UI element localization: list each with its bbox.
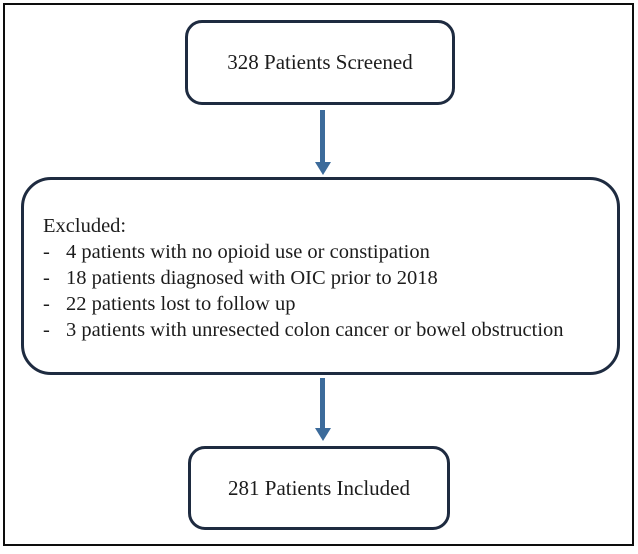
screened-box-label: 328 Patients Screened <box>227 50 413 74</box>
excluded-item-text: 22 patients lost to follow up <box>66 293 296 315</box>
excluded-item: - 3 patients with unresected colon cance… <box>43 317 603 343</box>
arrow-excluded-to-included-icon <box>314 378 331 441</box>
excluded-item-text: 3 patients with unresected colon cancer … <box>66 319 564 341</box>
bullet-dash: - <box>43 267 50 289</box>
excluded-box-title: Excluded: <box>43 215 127 237</box>
arrow-screened-to-excluded-icon <box>314 110 331 175</box>
excluded-item-text: 4 patients with no opioid use or constip… <box>66 241 430 263</box>
excluded-item: - 18 patients diagnosed with OIC prior t… <box>43 265 603 291</box>
included-box-label: 281 Patients Included <box>228 475 410 500</box>
excluded-box: Excluded: - 4 patients with no opioid us… <box>21 177 620 375</box>
bullet-dash: - <box>43 319 50 341</box>
screened-box: 328 Patients Screened <box>185 20 455 105</box>
arrow-head <box>314 428 331 441</box>
excluded-item-text: 18 patients diagnosed with OIC prior to … <box>66 267 438 289</box>
bullet-dash: - <box>43 293 50 315</box>
included-box: 281 Patients Included <box>188 446 450 530</box>
excluded-item: - 4 patients with no opioid use or const… <box>43 239 603 265</box>
excluded-item: - 22 patients lost to follow up <box>43 291 603 317</box>
arrow-shaft <box>320 110 325 162</box>
arrow-shaft <box>320 378 325 428</box>
arrow-head <box>314 162 331 175</box>
bullet-dash: - <box>43 241 50 263</box>
